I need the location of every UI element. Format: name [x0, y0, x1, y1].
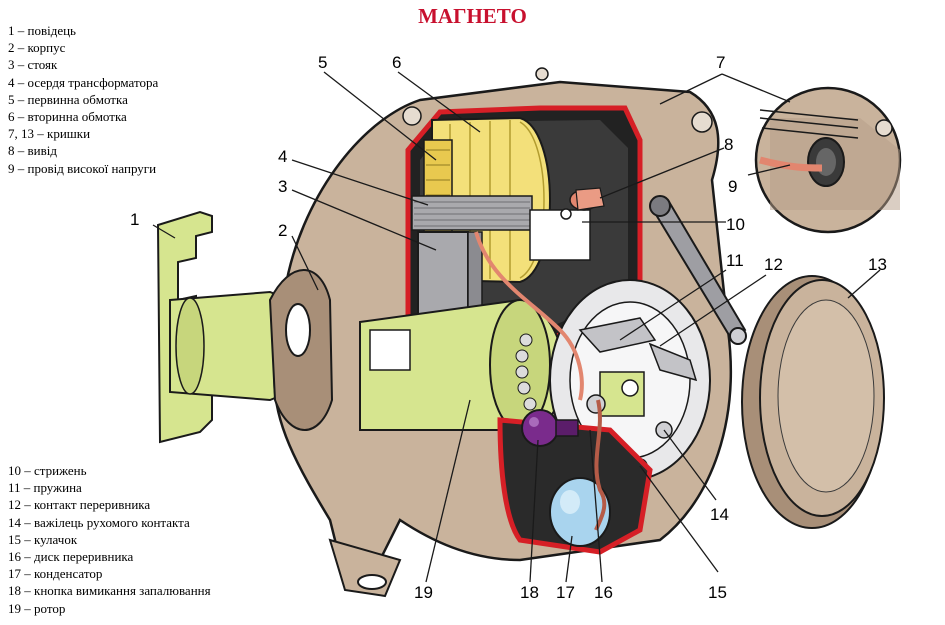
legend-item: 15 – кулачок — [8, 531, 78, 547]
callout-18: 18 — [520, 583, 539, 602]
callout-19: 19 — [414, 583, 433, 602]
callout-6: 6 — [392, 53, 401, 72]
legend-item: 12 – контакт переривника — [8, 497, 151, 513]
legend-item: 14 – важілець рухомого контакта — [8, 514, 190, 530]
legend-item: 10 – стрижень — [8, 463, 87, 478]
callout-10: 10 — [726, 215, 745, 234]
legend-item: 16 – диск переривника — [8, 549, 134, 565]
legend-item: 11 – пружина — [8, 480, 82, 496]
legend-item: 7, 13 – кришки — [8, 126, 91, 142]
internal-wire — [474, 231, 607, 531]
legend-item: 17 – конденсатор — [8, 566, 103, 582]
legend-top: 1 – повідець 2 – корпус 3 – стояк 4 – ос… — [8, 22, 158, 177]
callout-17: 17 — [556, 583, 575, 602]
callout-2: 2 — [278, 221, 287, 240]
callout-12: 12 — [764, 255, 783, 274]
inset-detail-9 — [754, 86, 902, 234]
end-cover-13 — [741, 275, 885, 529]
callout-11: 11 — [726, 251, 744, 270]
terminal-8 — [529, 187, 605, 261]
callout-3: 3 — [278, 177, 287, 196]
diagram-title: МАГНЕТО — [418, 4, 527, 28]
legend-item: 8 – вивід — [8, 143, 57, 159]
callout-numbers: 1 2 3 4 5 6 7 8 9 10 11 12 13 14 15 16 1… — [130, 53, 887, 602]
callout-5: 5 — [318, 53, 327, 72]
legend-item: 5 – первинна обмотка — [8, 91, 128, 107]
callout-1: 1 — [130, 210, 139, 229]
callout-8: 8 — [724, 135, 733, 154]
leader-lines — [152, 71, 881, 583]
drive-dog-1 — [156, 210, 291, 444]
legend-item: 1 – повідець — [8, 23, 76, 38]
legend-item: 6 – вторинна обмотка — [8, 109, 127, 125]
callout-13: 13 — [868, 255, 887, 274]
callout-16: 16 — [594, 583, 613, 602]
legend-item: 9 – провід високої напруги — [8, 160, 157, 176]
callout-4: 4 — [278, 147, 287, 166]
callout-14: 14 — [710, 505, 729, 524]
legend-bottom: 10 – стрижень 11 – пружина 12 – контакт … — [8, 462, 211, 617]
transformer-core-4 — [411, 195, 533, 231]
callout-7: 7 — [716, 53, 725, 72]
callout-15: 15 — [708, 583, 727, 602]
legend-item: 4 – осердя трансформатора — [8, 74, 159, 90]
legend-item: 18 – кнопка вимикання запалювання — [8, 583, 211, 599]
rotor-19 — [359, 298, 565, 431]
bearing — [515, 333, 537, 411]
legend-item: 2 – корпус — [8, 40, 66, 56]
kill-button-18 — [521, 409, 579, 447]
legend-item: 3 – стояк — [8, 57, 58, 73]
legend-item: 19 – ротор — [8, 600, 66, 616]
callout-9: 9 — [728, 177, 737, 196]
